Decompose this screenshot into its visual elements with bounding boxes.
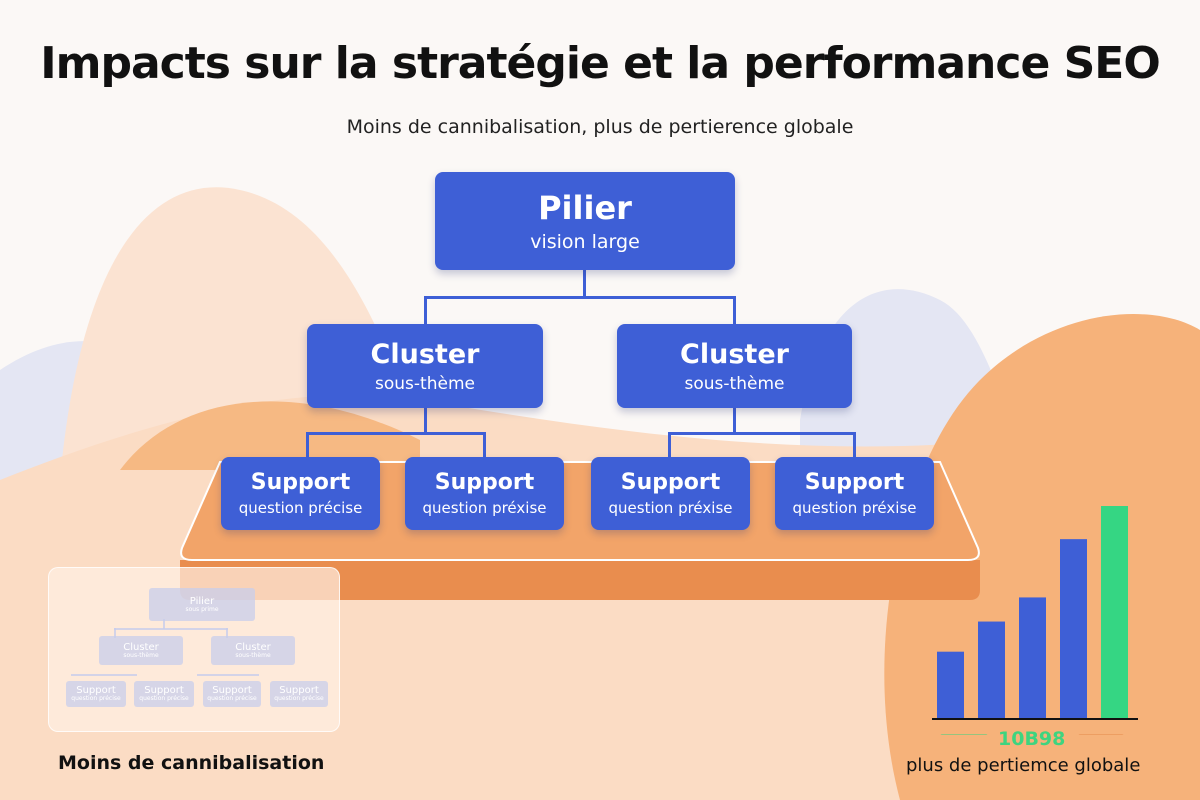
chart-label: 10B98 [998,728,1066,750]
chart-bar [978,621,1005,718]
page-title: Impacts sur la stratégie et la performan… [40,38,1161,89]
chart-caption: plus de pertiemce globale [906,755,1141,776]
chart-bar [1019,597,1046,718]
page-subtitle: Moins de cannibalisation, plus de pertie… [346,116,854,138]
chart-bar [1060,539,1087,718]
bar-chart [932,506,1138,735]
chart-bar [1101,506,1128,718]
chart-bar [937,651,964,718]
left-caption: Moins de cannibalisation [58,752,325,774]
